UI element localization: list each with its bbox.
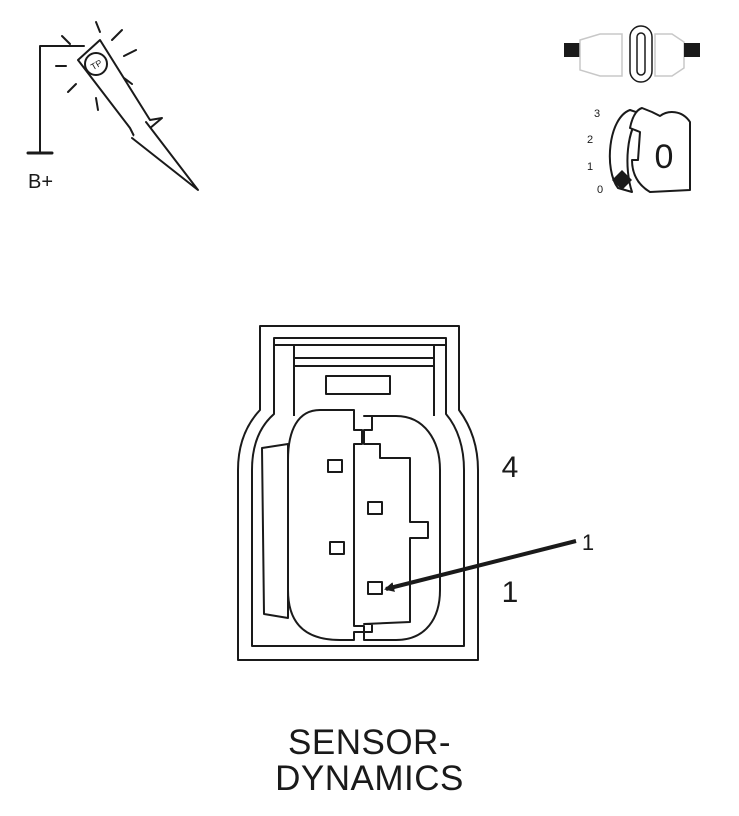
- contact-carrier-right: [363, 415, 441, 641]
- light-rays-icon: [55, 21, 137, 111]
- key-position-marker: [612, 170, 632, 190]
- caption-line-2: DYNAMICS: [275, 759, 464, 798]
- pin-cavity-1: [367, 581, 383, 595]
- pin-cavity-3: [367, 501, 383, 515]
- probe-tip-text: TP: [89, 58, 104, 72]
- ignition-position-2: 2: [587, 134, 593, 146]
- probe-wire: [39, 45, 85, 154]
- pin-label-4: 4: [502, 451, 519, 484]
- connector-disconnected-icon: [564, 25, 700, 83]
- sensor-connector-face-icon: [237, 325, 479, 661]
- supply-label: B+: [28, 171, 53, 193]
- caption-line-1: SENSOR-: [288, 723, 451, 762]
- ignition-position-1: 1: [587, 161, 593, 173]
- ignition-position-0: 0: [597, 184, 603, 196]
- test-probe-icon: [26, 21, 199, 191]
- callout-number: 1: [582, 530, 594, 555]
- pin-cavity-4: [327, 459, 343, 473]
- callout-arrow: [384, 539, 577, 592]
- ignition-position-3: 3: [594, 108, 600, 120]
- pin-cavity-2: [329, 541, 345, 555]
- contact-carrier-left: [287, 409, 365, 641]
- connector-inner-shell: [251, 337, 465, 647]
- connector-outer-shell: [237, 325, 479, 661]
- probe-needle: [131, 121, 199, 191]
- ignition-key-icon: [608, 107, 691, 193]
- connector-latch: [274, 344, 446, 416]
- side-latch: [261, 443, 289, 619]
- key-position-label: 0: [655, 138, 674, 176]
- probe-lamp: [84, 52, 108, 76]
- pin-label-1: 1: [502, 576, 519, 609]
